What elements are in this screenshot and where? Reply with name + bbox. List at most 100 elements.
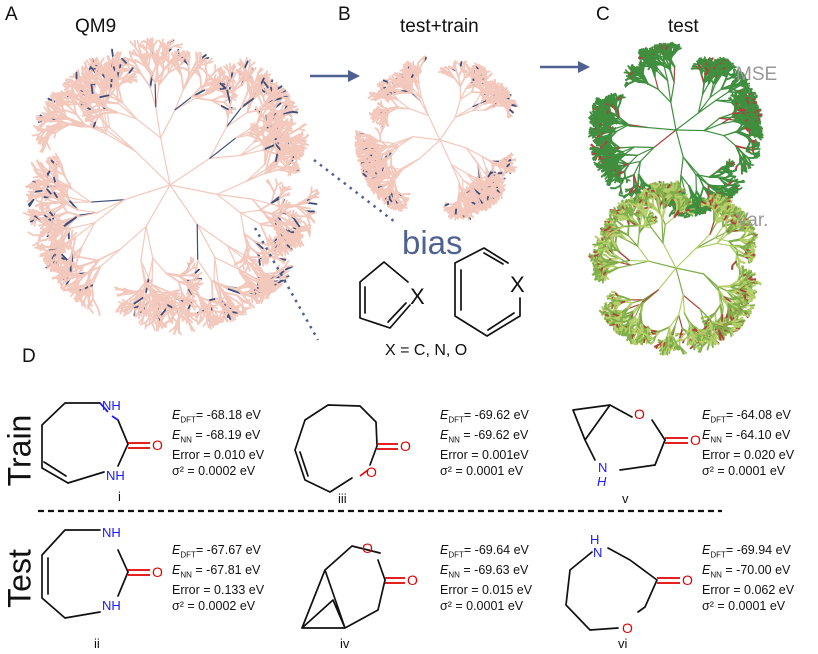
tree-branch (178, 268, 189, 277)
tree-branch (45, 233, 55, 241)
tree-branch (505, 166, 510, 171)
tree-branch (102, 106, 108, 132)
tree-branch (264, 138, 276, 150)
tree-branch (159, 307, 168, 317)
tree-branch (312, 192, 320, 198)
tree-branch (239, 144, 262, 157)
tree-branch (144, 314, 152, 324)
tree-branch (45, 141, 51, 151)
tree-branch (52, 244, 64, 254)
tree-branch (75, 212, 98, 218)
tree-branch (298, 226, 302, 240)
tree-branch (63, 174, 73, 190)
tree-branch (278, 194, 286, 200)
tree-branch (295, 205, 308, 217)
tree-branch (444, 207, 450, 211)
tree-branch (59, 270, 66, 279)
tree-branch (226, 303, 236, 308)
tree-branch (267, 215, 283, 228)
tree-branch (210, 95, 223, 102)
tree-branch (169, 157, 211, 186)
tree-branch (197, 305, 203, 315)
tree-branch (123, 287, 130, 292)
tree-branch (82, 276, 90, 289)
tree-branch (116, 87, 120, 105)
tree-branch (289, 240, 297, 246)
tree-branch (249, 246, 259, 255)
tree-branch (243, 259, 247, 265)
tree-branch (86, 94, 95, 98)
tree-branch (39, 161, 45, 168)
tree-branch (271, 210, 282, 216)
tree-branch (265, 180, 272, 187)
tree-branch (248, 261, 260, 279)
tree-branch (67, 196, 92, 203)
tree-branch (265, 287, 268, 300)
tree-branch (214, 256, 220, 287)
tree-branch (214, 256, 241, 271)
tree-branch (38, 239, 48, 243)
tree-branch (74, 246, 83, 267)
tree-branch (53, 131, 57, 139)
tree-branch (239, 212, 261, 225)
tree-branch (43, 245, 53, 249)
tree-branch (169, 184, 198, 226)
tree-branch (268, 234, 274, 243)
tree-branch (111, 48, 114, 59)
tree-branch (46, 159, 52, 167)
tree-branch (294, 169, 301, 174)
tree-branch (242, 306, 250, 310)
tree-branch (34, 187, 45, 191)
tree-branch (151, 294, 159, 307)
tree-branch (76, 266, 84, 272)
tree-branch (59, 259, 69, 275)
tree-branch (223, 291, 238, 297)
tree-branch (209, 300, 220, 303)
tree-branch (63, 278, 71, 284)
tree-branch (41, 137, 46, 147)
tree-branch (245, 285, 255, 289)
tree-branch (46, 176, 50, 186)
tree-branch (285, 127, 293, 131)
tree-branch (153, 315, 162, 320)
tree-branch (238, 269, 257, 280)
tree-branch (107, 77, 111, 92)
tree-branch (91, 284, 94, 301)
tree-branch (27, 231, 35, 237)
tree-branch (285, 213, 291, 219)
tree-branch (119, 225, 147, 250)
tree-branch (291, 161, 298, 164)
tree-branch (210, 279, 214, 300)
tree-branch (72, 277, 79, 288)
tree-branch (56, 185, 62, 191)
tree-branch (171, 316, 178, 323)
tree-branch (109, 127, 137, 152)
tree-branch (284, 187, 293, 192)
tree-branch (213, 279, 221, 298)
tree-branch (196, 312, 200, 320)
tree-branch (188, 289, 193, 295)
tree-branch (44, 258, 51, 264)
tree-branch (444, 203, 450, 207)
tree-branch (269, 184, 276, 194)
tree-branch (271, 236, 277, 243)
tree-branch (172, 305, 184, 312)
tree-branch (278, 241, 287, 251)
tree-branch (485, 167, 489, 178)
tree-branch (229, 307, 237, 312)
tree-branch (227, 245, 249, 258)
tree-branch (39, 246, 46, 252)
tree-branch (22, 211, 33, 218)
tree-branch (30, 218, 37, 226)
tree-branch (90, 199, 125, 203)
tree-branch (273, 161, 277, 170)
tree-branch (25, 193, 34, 199)
tree-branch (74, 222, 96, 238)
tree-branch (42, 213, 52, 221)
tree-branch (140, 72, 152, 89)
tree-branch (277, 250, 284, 257)
tree-branch (270, 249, 280, 253)
tree-branch (55, 236, 63, 244)
tree-branch (56, 255, 61, 266)
tree-branch (217, 300, 225, 307)
